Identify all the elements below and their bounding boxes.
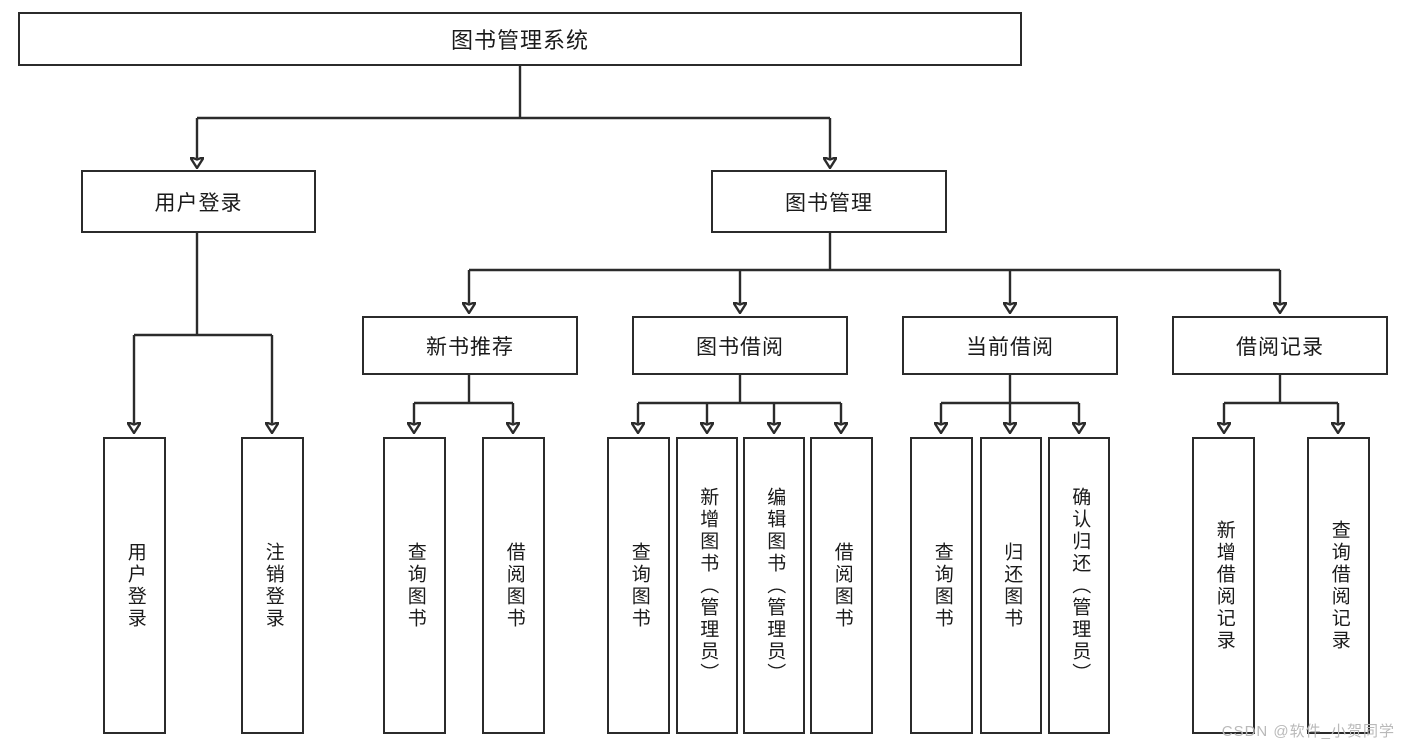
node-label: 新增图书（管理员） [697, 486, 719, 685]
node-label: 查询图书 [931, 541, 953, 630]
node-label: 用户登录 [124, 541, 146, 630]
leaf-borrow-books-new-recommendation[interactable]: 借阅图书 [482, 437, 545, 734]
node-label: 归还图书 [1001, 541, 1023, 630]
node-book-management[interactable]: 图书管理 [711, 170, 947, 233]
node-new-book-recommendation[interactable]: 新书推荐 [362, 316, 578, 375]
node-label: 图书借阅 [696, 335, 784, 359]
leaf-user-login[interactable]: 用户登录 [103, 437, 166, 734]
node-label: 图书管理 [785, 191, 873, 215]
leaf-query-books-borrowing[interactable]: 查询图书 [607, 437, 670, 734]
node-label: 查询借阅记录 [1328, 519, 1350, 652]
leaf-query-books-current[interactable]: 查询图书 [910, 437, 973, 734]
node-current-borrowing[interactable]: 当前借阅 [902, 316, 1118, 375]
node-label: 查询图书 [628, 541, 650, 630]
node-label: 注销登录 [262, 541, 284, 630]
leaf-query-books-new-recommendation[interactable]: 查询图书 [383, 437, 446, 734]
node-book-borrowing[interactable]: 图书借阅 [632, 316, 848, 375]
leaf-query-borrowing-record[interactable]: 查询借阅记录 [1307, 437, 1370, 734]
leaf-logout[interactable]: 注销登录 [241, 437, 304, 734]
node-label: 查询图书 [404, 541, 426, 630]
node-root-book-management-system[interactable]: 图书管理系统 [18, 12, 1022, 66]
node-user-login[interactable]: 用户登录 [81, 170, 316, 233]
node-label: 借阅记录 [1236, 335, 1324, 359]
node-label: 新书推荐 [426, 335, 514, 359]
node-label: 新增借阅记录 [1213, 519, 1235, 652]
node-label: 图书管理系统 [450, 28, 589, 53]
node-label: 借阅图书 [503, 541, 525, 630]
leaf-borrow-books-borrowing[interactable]: 借阅图书 [810, 437, 873, 734]
node-label: 用户登录 [154, 191, 243, 215]
leaf-add-borrowing-record[interactable]: 新增借阅记录 [1192, 437, 1255, 734]
leaf-confirm-return-admin[interactable]: 确认归还（管理员） [1048, 437, 1110, 734]
node-borrowing-records[interactable]: 借阅记录 [1172, 316, 1388, 375]
leaf-add-book-admin[interactable]: 新增图书（管理员） [676, 437, 738, 734]
node-label: 当前借阅 [966, 335, 1054, 359]
leaf-edit-book-admin[interactable]: 编辑图书（管理员） [743, 437, 805, 734]
node-label: 借阅图书 [831, 541, 853, 630]
node-label: 确认归还（管理员） [1069, 486, 1091, 685]
leaf-return-books[interactable]: 归还图书 [980, 437, 1042, 734]
node-label: 编辑图书（管理员） [764, 486, 786, 685]
